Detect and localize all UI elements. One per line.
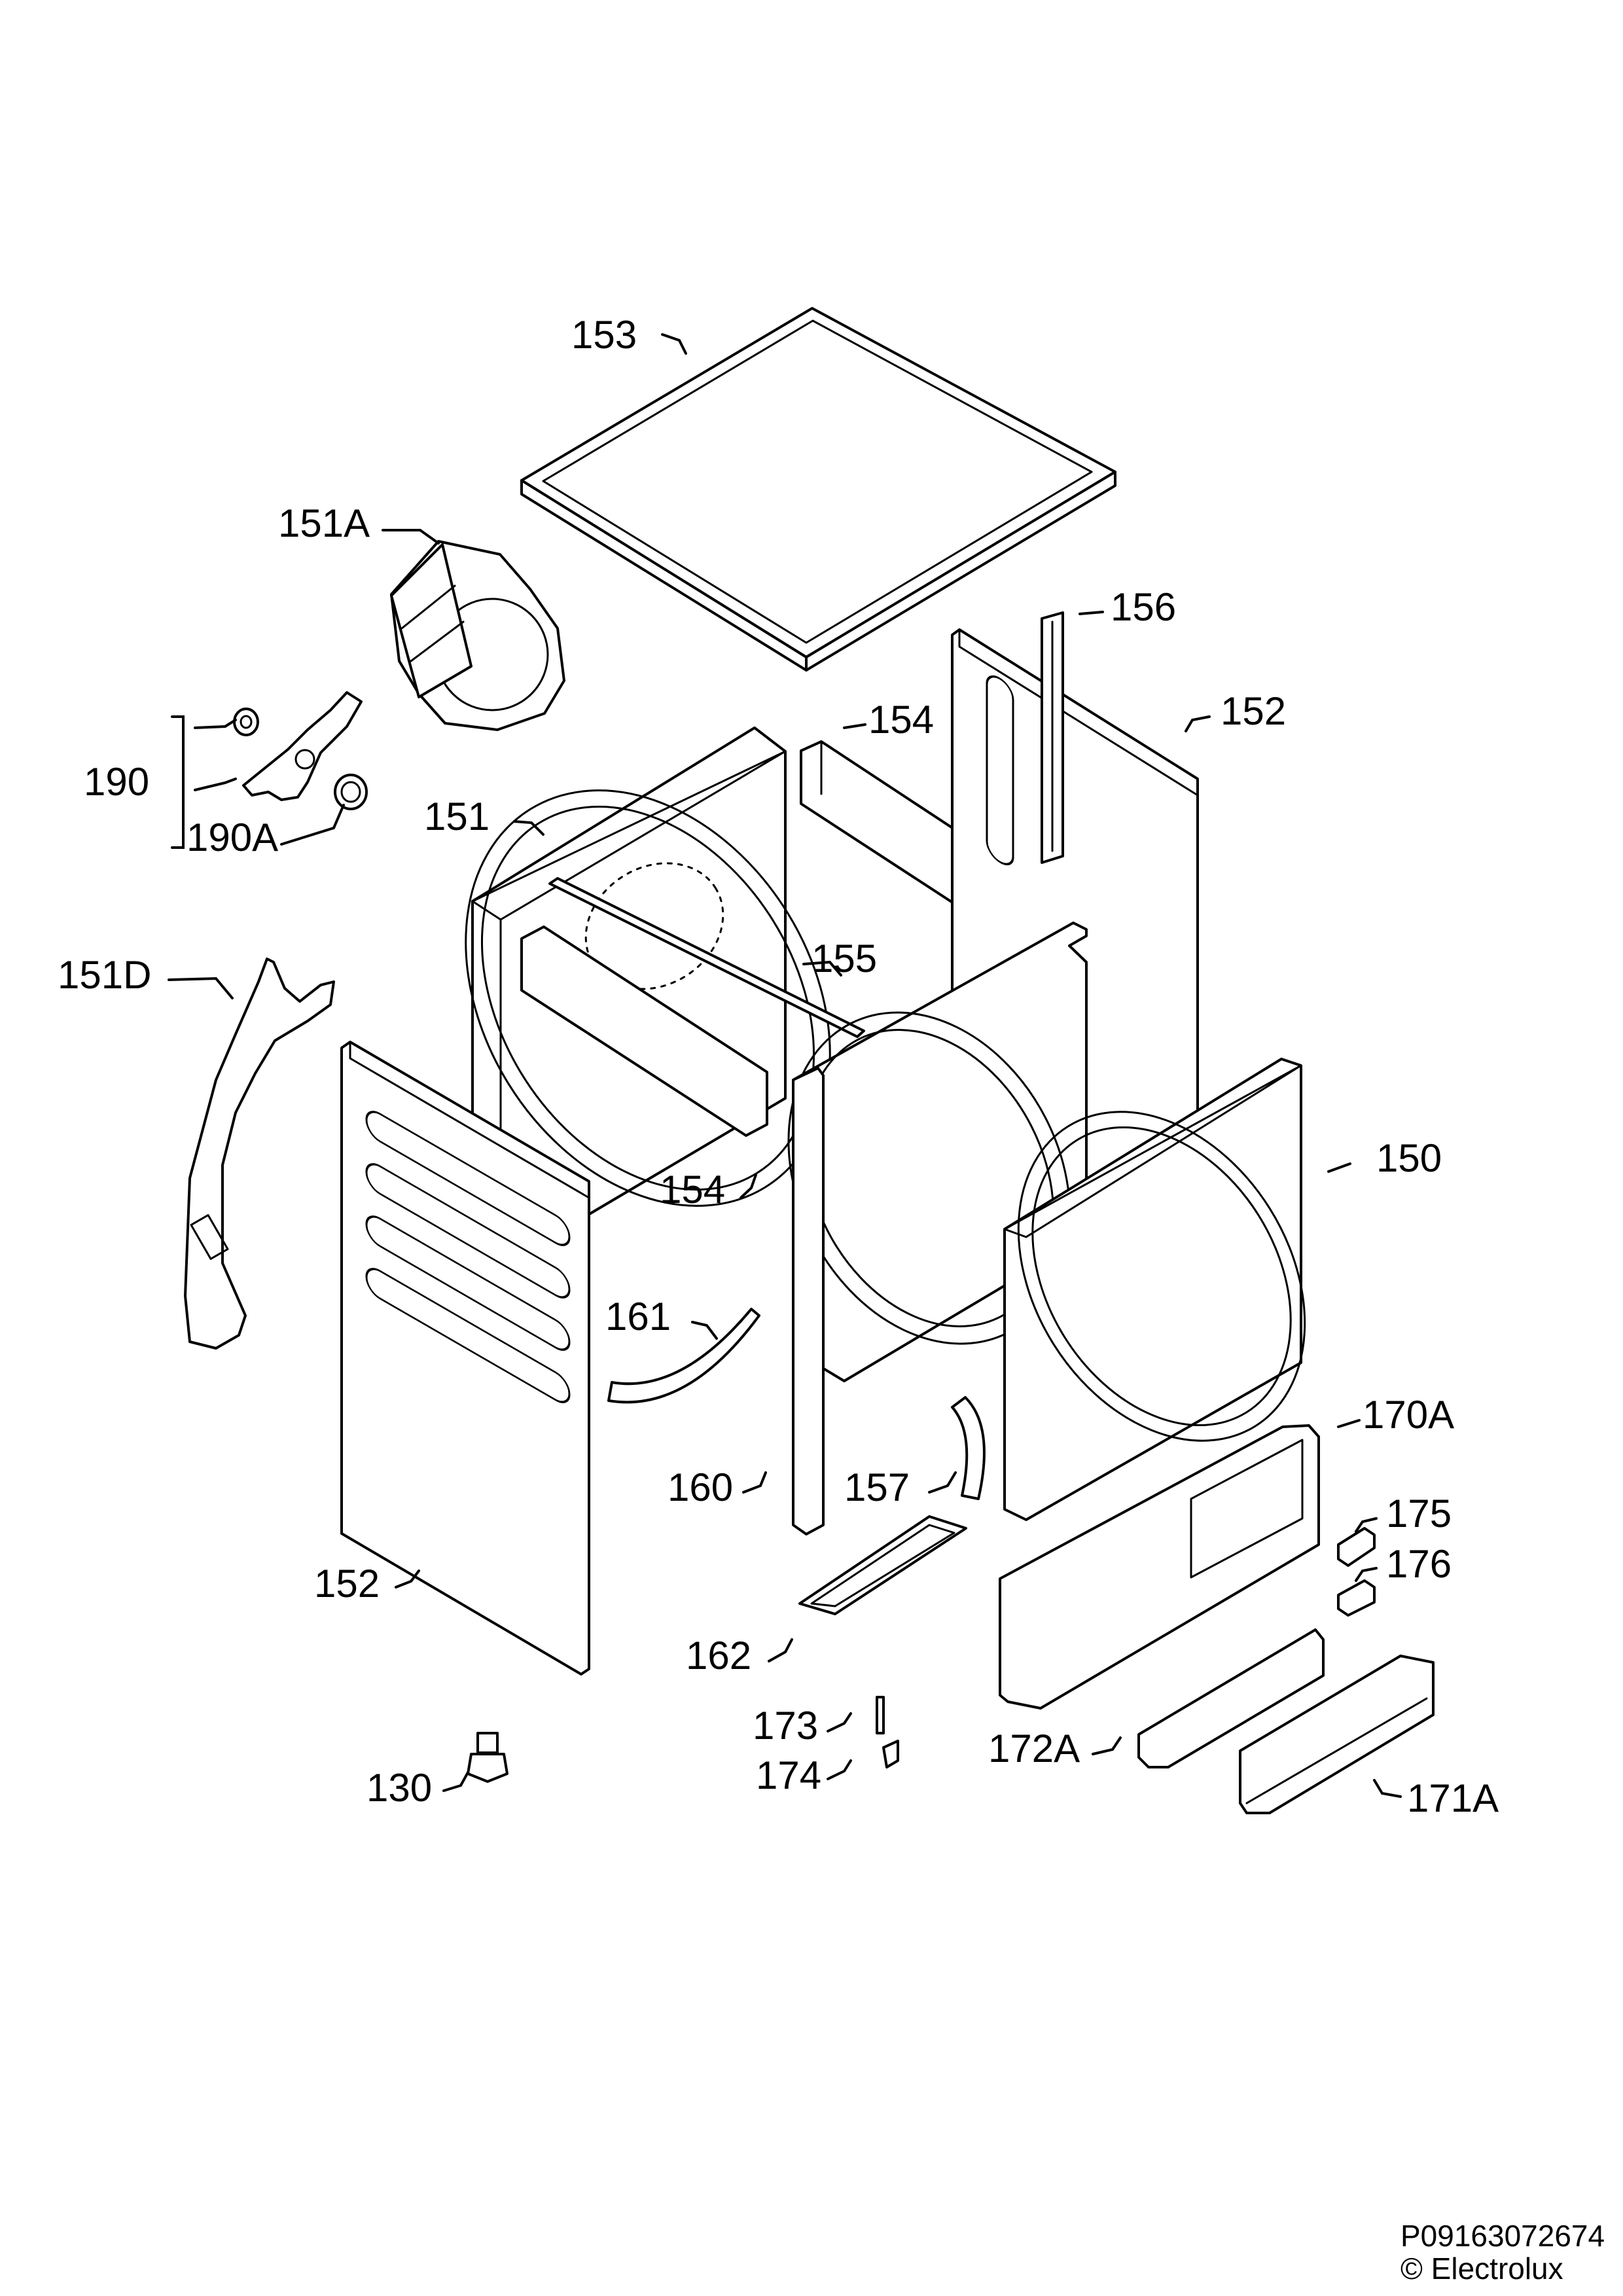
label-157: 157 xyxy=(844,1465,910,1509)
part-labels: 153 151A 156 152 154 190 190A 151 155 15… xyxy=(58,313,1499,1820)
label-155: 155 xyxy=(812,937,877,980)
part-155-rod xyxy=(548,877,865,1038)
leader-lines xyxy=(168,333,1402,1798)
part-150-front-panel xyxy=(1003,1058,1306,1521)
part-176 xyxy=(1337,1579,1376,1617)
panel-slots xyxy=(986,675,1014,866)
label-153: 153 xyxy=(571,313,637,357)
part-151A-fan-housing xyxy=(390,540,565,731)
diagram-code: P09163072674 xyxy=(1400,2219,1605,2253)
label-174: 174 xyxy=(756,1753,821,1797)
part-151D-side-bracket xyxy=(184,958,335,1350)
part-175 xyxy=(1337,1527,1376,1567)
label-130: 130 xyxy=(366,1766,432,1810)
part-156-strip xyxy=(1041,611,1064,864)
label-170A: 170A xyxy=(1363,1393,1454,1437)
label-151D: 151D xyxy=(58,953,151,997)
part-173-pin xyxy=(876,1696,885,1734)
label-176: 176 xyxy=(1386,1542,1452,1586)
part-152-left-side-panel xyxy=(340,1041,590,1676)
label-171A: 171A xyxy=(1407,1776,1499,1820)
part-190-bracket xyxy=(233,691,368,810)
part-130-foot xyxy=(467,1732,508,1783)
label-162: 162 xyxy=(686,1634,751,1677)
label-152-lower: 152 xyxy=(314,1562,380,1605)
part-162-gasket xyxy=(798,1515,967,1615)
part-174-clip xyxy=(882,1740,899,1768)
copyright: © Electrolux xyxy=(1400,2251,1563,2286)
part-157-hose xyxy=(951,1396,986,1500)
part-171A-drawer-front xyxy=(1239,1655,1435,1814)
part-170A-control-panel xyxy=(999,1424,1320,1710)
label-175: 175 xyxy=(1386,1492,1452,1535)
label-152-upper: 152 xyxy=(1221,689,1286,733)
part-172A-drawer xyxy=(1137,1628,1325,1768)
label-190A: 190A xyxy=(187,816,278,859)
part-154-lower-brace xyxy=(520,925,768,1137)
label-173: 173 xyxy=(753,1704,818,1748)
label-190: 190 xyxy=(84,760,149,804)
label-154-lower: 154 xyxy=(660,1168,725,1211)
label-172A: 172A xyxy=(988,1727,1080,1770)
part-160-strut xyxy=(792,1067,825,1535)
label-160: 160 xyxy=(668,1465,733,1509)
label-161: 161 xyxy=(605,1295,671,1338)
label-154-upper: 154 xyxy=(868,698,934,742)
part-153-top-cover xyxy=(520,307,1116,672)
part-161-seal xyxy=(607,1308,760,1404)
label-150: 150 xyxy=(1376,1136,1442,1180)
label-151: 151 xyxy=(424,795,490,838)
label-156: 156 xyxy=(1111,585,1176,629)
label-151A: 151A xyxy=(278,501,370,545)
